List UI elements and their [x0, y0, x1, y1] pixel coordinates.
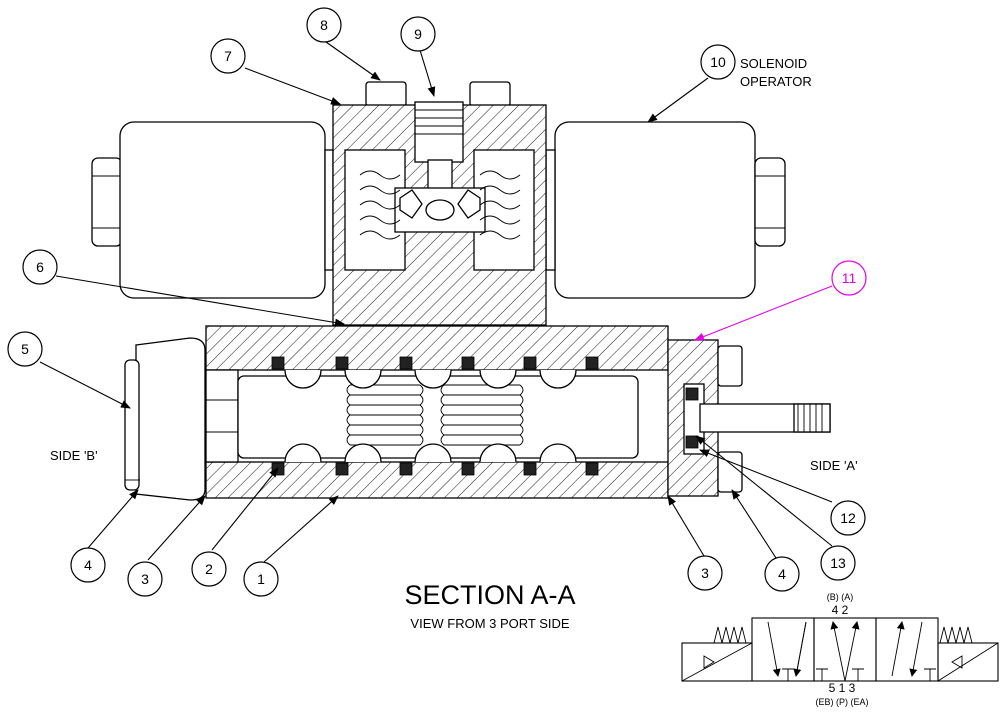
side-a-label: SIDE 'A' — [810, 458, 858, 473]
svg-text:4: 4 — [84, 557, 92, 573]
balloon-2: 2 — [191, 551, 227, 587]
end-cap-left — [135, 337, 206, 501]
symbol-bottom-ports: 5 1 3 — [829, 681, 856, 695]
svg-text:3: 3 — [141, 571, 149, 587]
balloon-1: 1 — [243, 561, 279, 597]
spool-springs — [346, 384, 524, 446]
balloons: 1 2 3 3 4 4 5 6 7 8 9 10 11 12 13 — [7, 7, 867, 597]
balloon-4-right: 4 — [764, 556, 800, 592]
solenoid-operator-right — [545, 121, 786, 299]
section-title: SECTION A-A — [404, 580, 575, 610]
balloon-3-right: 3 — [687, 555, 723, 591]
svg-text:2: 2 — [205, 561, 213, 577]
symbol-top-ports: 4 2 — [832, 603, 849, 617]
svg-text:8: 8 — [320, 17, 328, 33]
solenoid-operator-left — [91, 121, 334, 299]
svg-text:1: 1 — [257, 571, 265, 587]
svg-text:13: 13 — [830, 555, 846, 571]
balloon-12: 12 — [830, 500, 866, 536]
solenoid-label-line1: SOLENOID — [740, 56, 807, 71]
svg-text:7: 7 — [224, 48, 232, 64]
balloon-11: 11 — [831, 260, 867, 296]
leader-lines — [39, 41, 833, 563]
valve-body — [124, 325, 831, 501]
o-ring-seals — [271, 356, 599, 476]
balloon-13: 13 — [820, 545, 856, 581]
balloon-7: 7 — [210, 38, 246, 74]
svg-text:11: 11 — [842, 270, 857, 286]
balloon-5: 5 — [7, 331, 43, 367]
balloon-4: 4 — [70, 547, 106, 583]
svg-text:10: 10 — [710, 54, 726, 70]
top-screw-left — [365, 81, 407, 107]
flow-passages — [284, 369, 577, 463]
side-b-label: SIDE 'B' — [50, 448, 98, 463]
balloon-6: 6 — [22, 249, 58, 285]
balloon-10: 10 — [700, 44, 736, 80]
svg-text:6: 6 — [36, 259, 44, 275]
balloon-8: 8 — [306, 7, 342, 43]
balloon-9: 9 — [400, 16, 436, 52]
svg-text:5: 5 — [21, 341, 29, 357]
balloon-3: 3 — [127, 561, 163, 597]
valve-symbol: (B) (A) 4 2 5 1 3 (EB) (P) (EA) — [681, 592, 999, 707]
solenoid-label-line2: OPERATOR — [740, 74, 812, 89]
section-subtitle: VIEW FROM 3 PORT SIDE — [410, 616, 569, 631]
svg-text:3: 3 — [701, 565, 709, 581]
symbol-top-codes: (B) (A) — [827, 592, 854, 602]
svg-text:9: 9 — [414, 26, 422, 42]
svg-text:4: 4 — [778, 566, 786, 582]
svg-text:12: 12 — [840, 510, 856, 526]
pilot-internals — [344, 101, 535, 271]
symbol-bottom-codes: (EB) (P) (EA) — [816, 697, 869, 707]
top-screw-right — [469, 81, 511, 107]
solenoid-assembly — [91, 81, 786, 326]
